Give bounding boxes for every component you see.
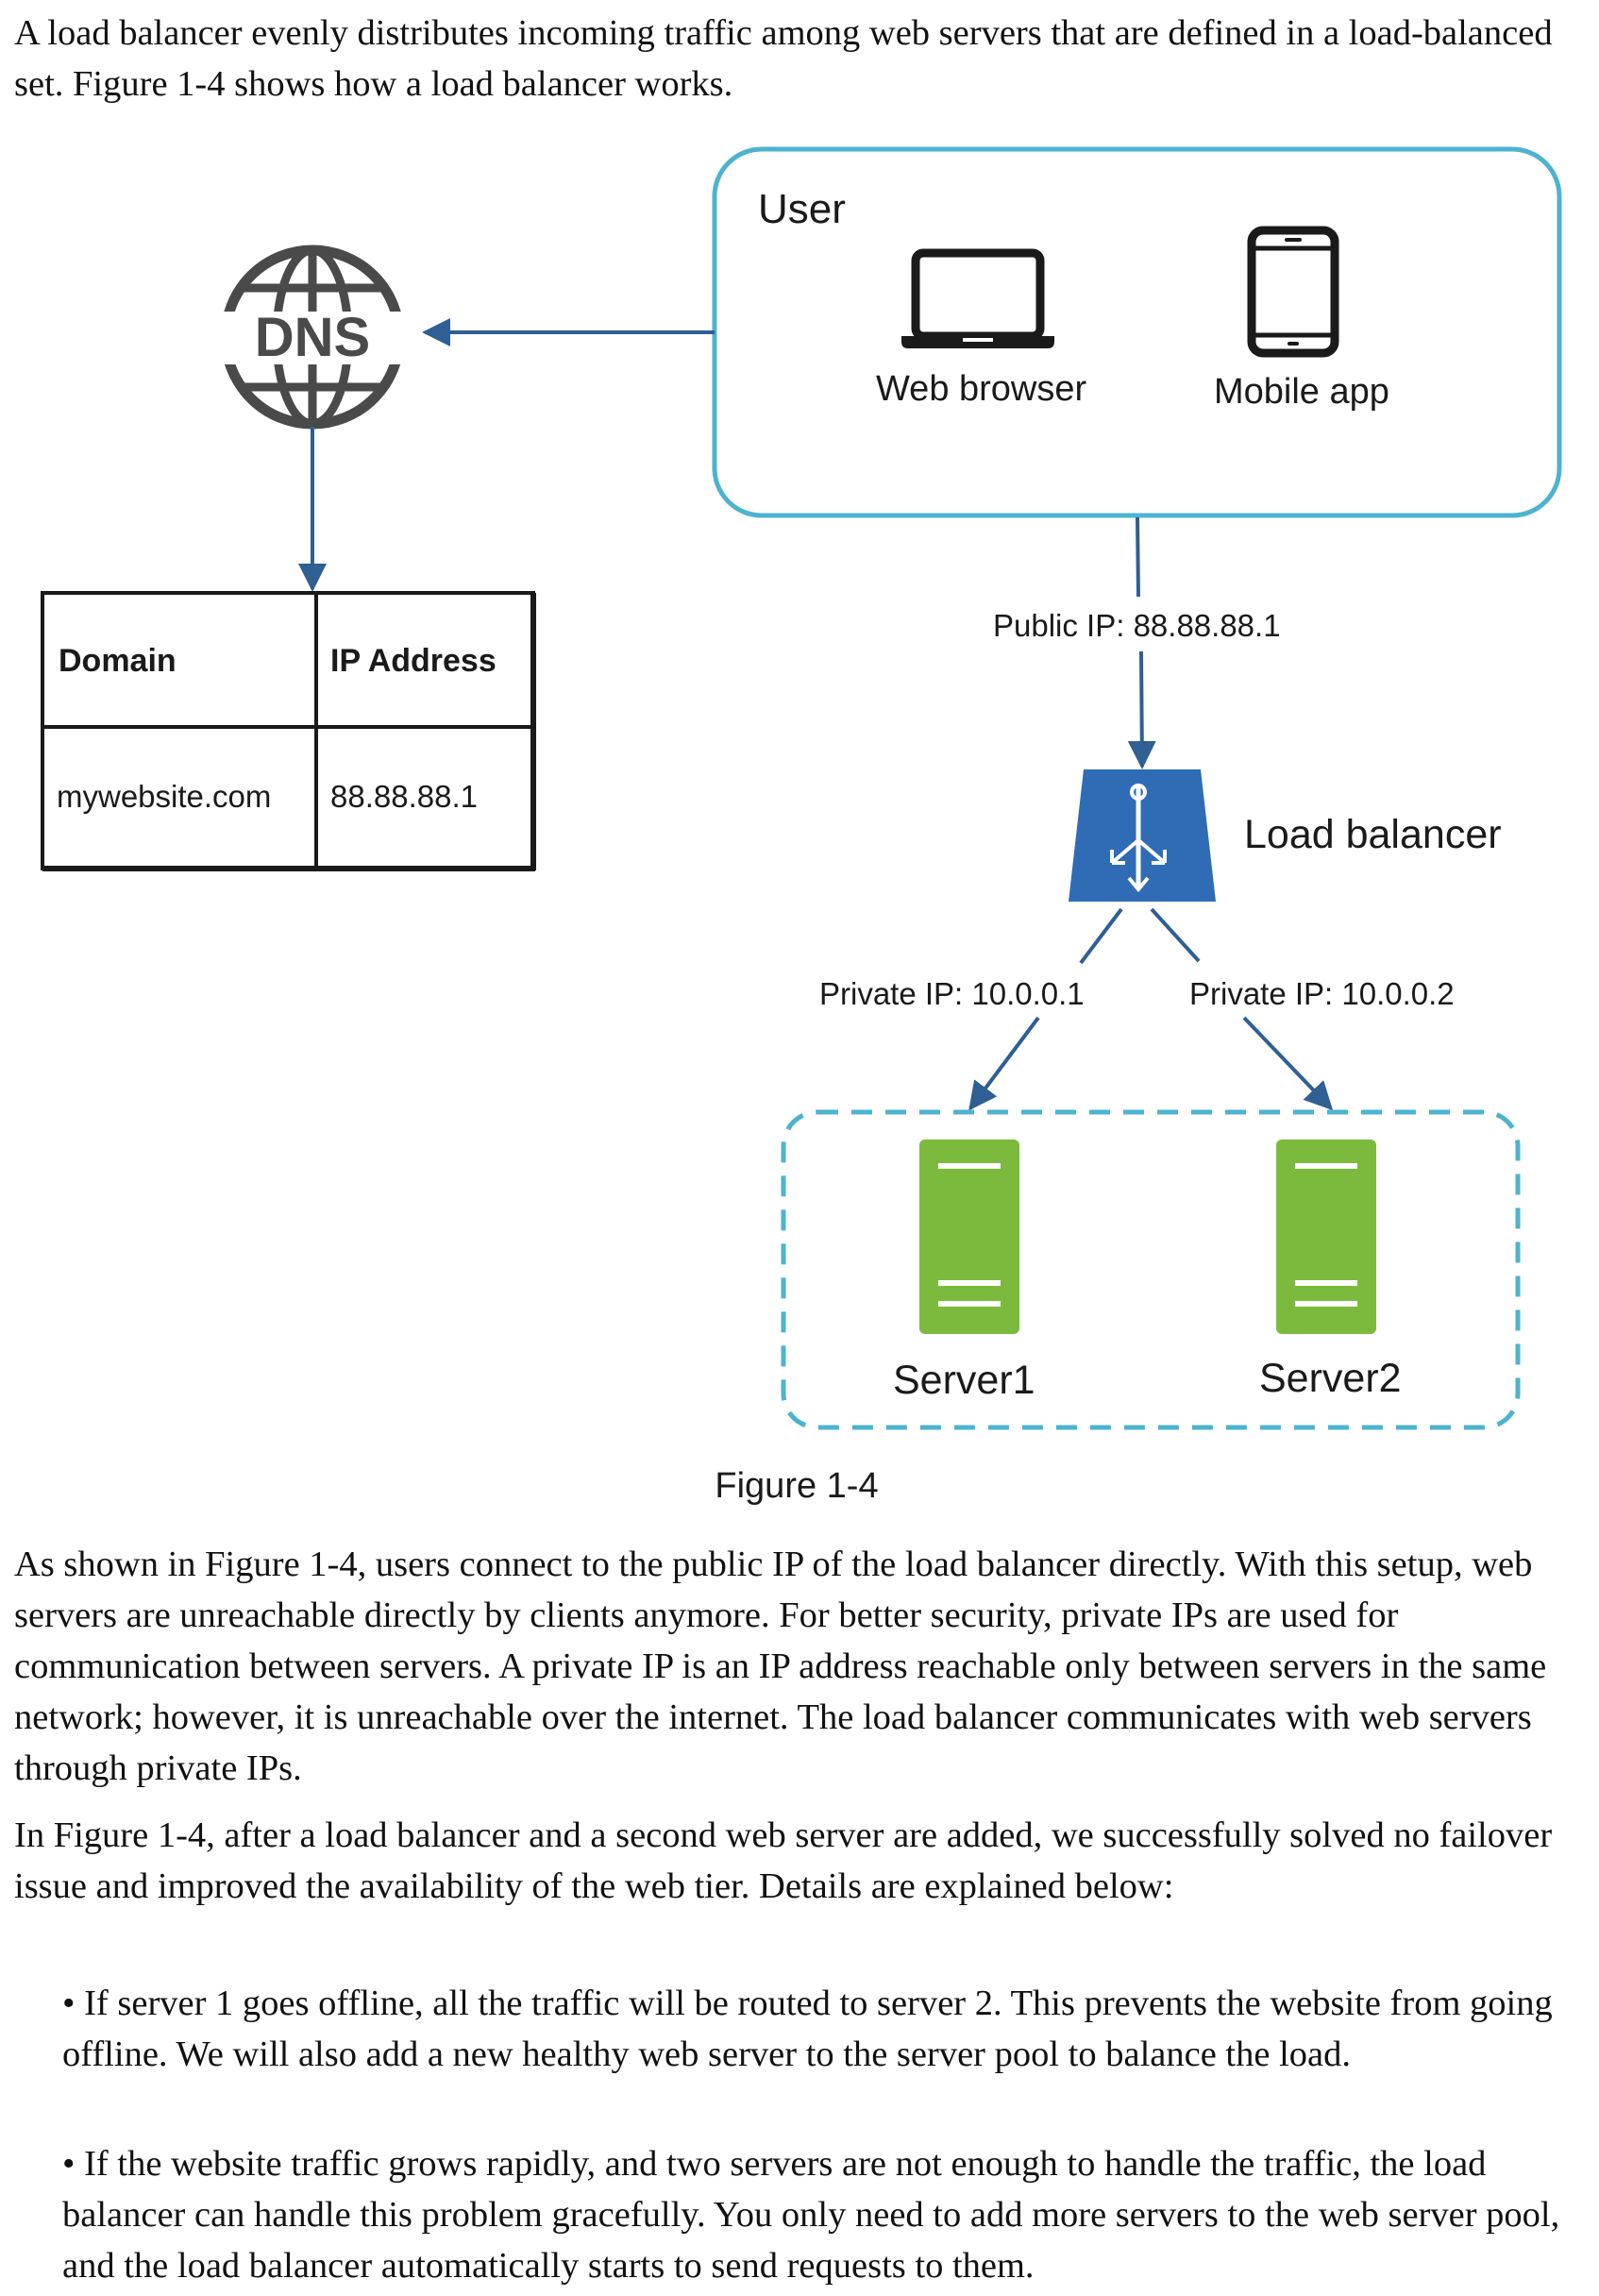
- intro-paragraph: A load balancer evenly distributes incom…: [14, 13, 1553, 104]
- private-ip-1-arrow: [968, 1016, 1040, 1111]
- web-browser-label: Web browser: [876, 369, 1087, 409]
- table-cell-domain: mywebsite.com: [57, 779, 271, 814]
- failover-paragraph: In Figure 1-4, after a load balancer and…: [14, 1815, 1553, 1906]
- private-ip-1-label: Private IP: 10.0.0.1: [819, 976, 1085, 1011]
- dns-lookup-table: Domain IP Address mywebsite.com 88.88.88…: [41, 591, 536, 871]
- load-balancer-label: Load balancer: [1244, 812, 1502, 857]
- bullet-item: • If the website traffic grows rapidly, …: [62, 2144, 1560, 2286]
- bullet-item: • If server 1 goes offline, all the traf…: [62, 1984, 1553, 2074]
- server1-label: Server1: [893, 1358, 1035, 1403]
- public-ip-arrow: [1127, 650, 1156, 769]
- server1-icon: [919, 1140, 1019, 1334]
- lb-to-server2-line: [1150, 907, 1201, 963]
- mobile-app-label: Mobile app: [1214, 372, 1389, 412]
- server2-label: Server2: [1259, 1356, 1402, 1401]
- lb-to-server1-line: [1079, 907, 1123, 965]
- load-balancer-diagram: User Web browser Mobile app DNS: [41, 146, 1562, 1430]
- user-to-load-balancer-line: [1136, 516, 1140, 598]
- figure-caption: Figure 1-4: [0, 1466, 1599, 1507]
- load-balancer-icon: [1069, 769, 1216, 902]
- table-cell-ip-address: 88.88.88.1: [330, 779, 478, 814]
- mobile-phone-icon: [1247, 226, 1339, 358]
- explain-paragraph: As shown in Figure 1-4, users connect to…: [14, 1545, 1547, 1788]
- user-group-label: User: [758, 186, 846, 232]
- table-header-domain: Domain: [59, 643, 177, 679]
- dns-globe-icon: DNS: [215, 245, 410, 430]
- table-header-ip-address: IP Address: [330, 643, 497, 679]
- figure-caption-text: Figure 1-4: [715, 1466, 879, 1506]
- dns-label: DNS: [255, 307, 370, 368]
- public-ip-label: Public IP: 88.88.88.1: [993, 608, 1281, 643]
- private-ip-2-arrow: [1242, 1016, 1334, 1111]
- laptop-icon: [901, 248, 1054, 348]
- server2-icon: [1276, 1140, 1376, 1334]
- private-ip-2-label: Private IP: 10.0.0.2: [1189, 976, 1455, 1011]
